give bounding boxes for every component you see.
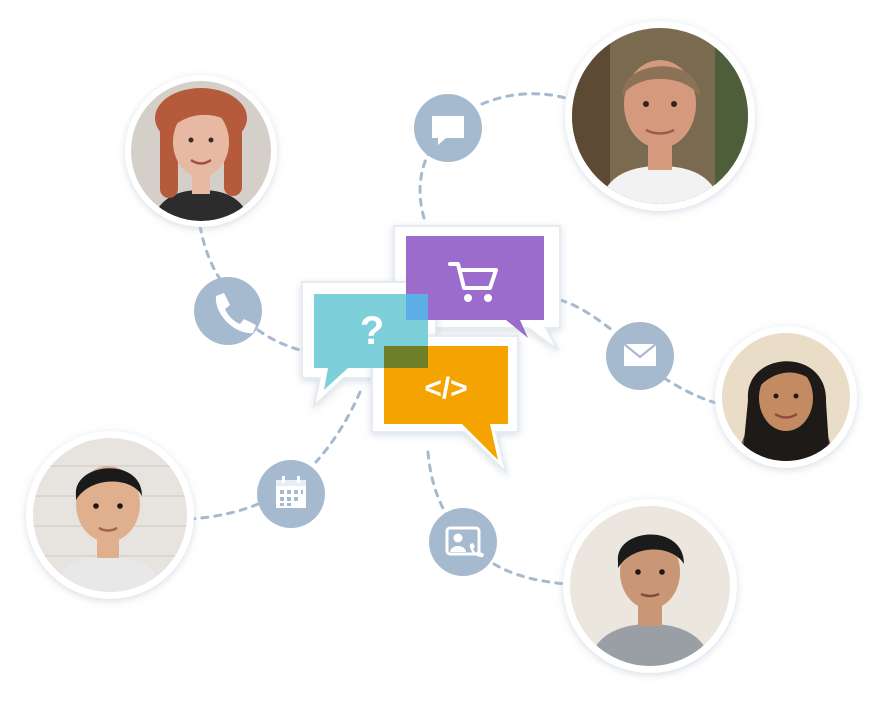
avatar-man-glasses-wall [26,431,194,599]
code-bubble: </> [384,346,508,460]
connector-calendar [186,390,362,521]
question-mark-icon: ? [360,309,384,353]
avatar-woman-dark-hair [715,326,857,468]
overlap-teal-purple [406,294,428,320]
video-call-icon [429,508,497,576]
overlap-teal-orange [384,346,428,368]
shopping-cart-icon [448,262,498,290]
cart-bubble [406,236,544,338]
avatar-woman-red-hair [125,75,277,227]
connector-video [426,450,570,586]
code-icon: </> [424,372,467,405]
central-chat-bubbles: ? </> [301,225,561,476]
phone-icon [194,277,262,345]
chat-icon [414,94,482,162]
connector-lines [186,92,722,586]
avatar-man-grey-shirt [563,499,737,673]
connector-chat [418,92,574,220]
email-icon [606,322,674,390]
calendar-icon [257,460,325,528]
avatar-man-blond [565,21,755,211]
